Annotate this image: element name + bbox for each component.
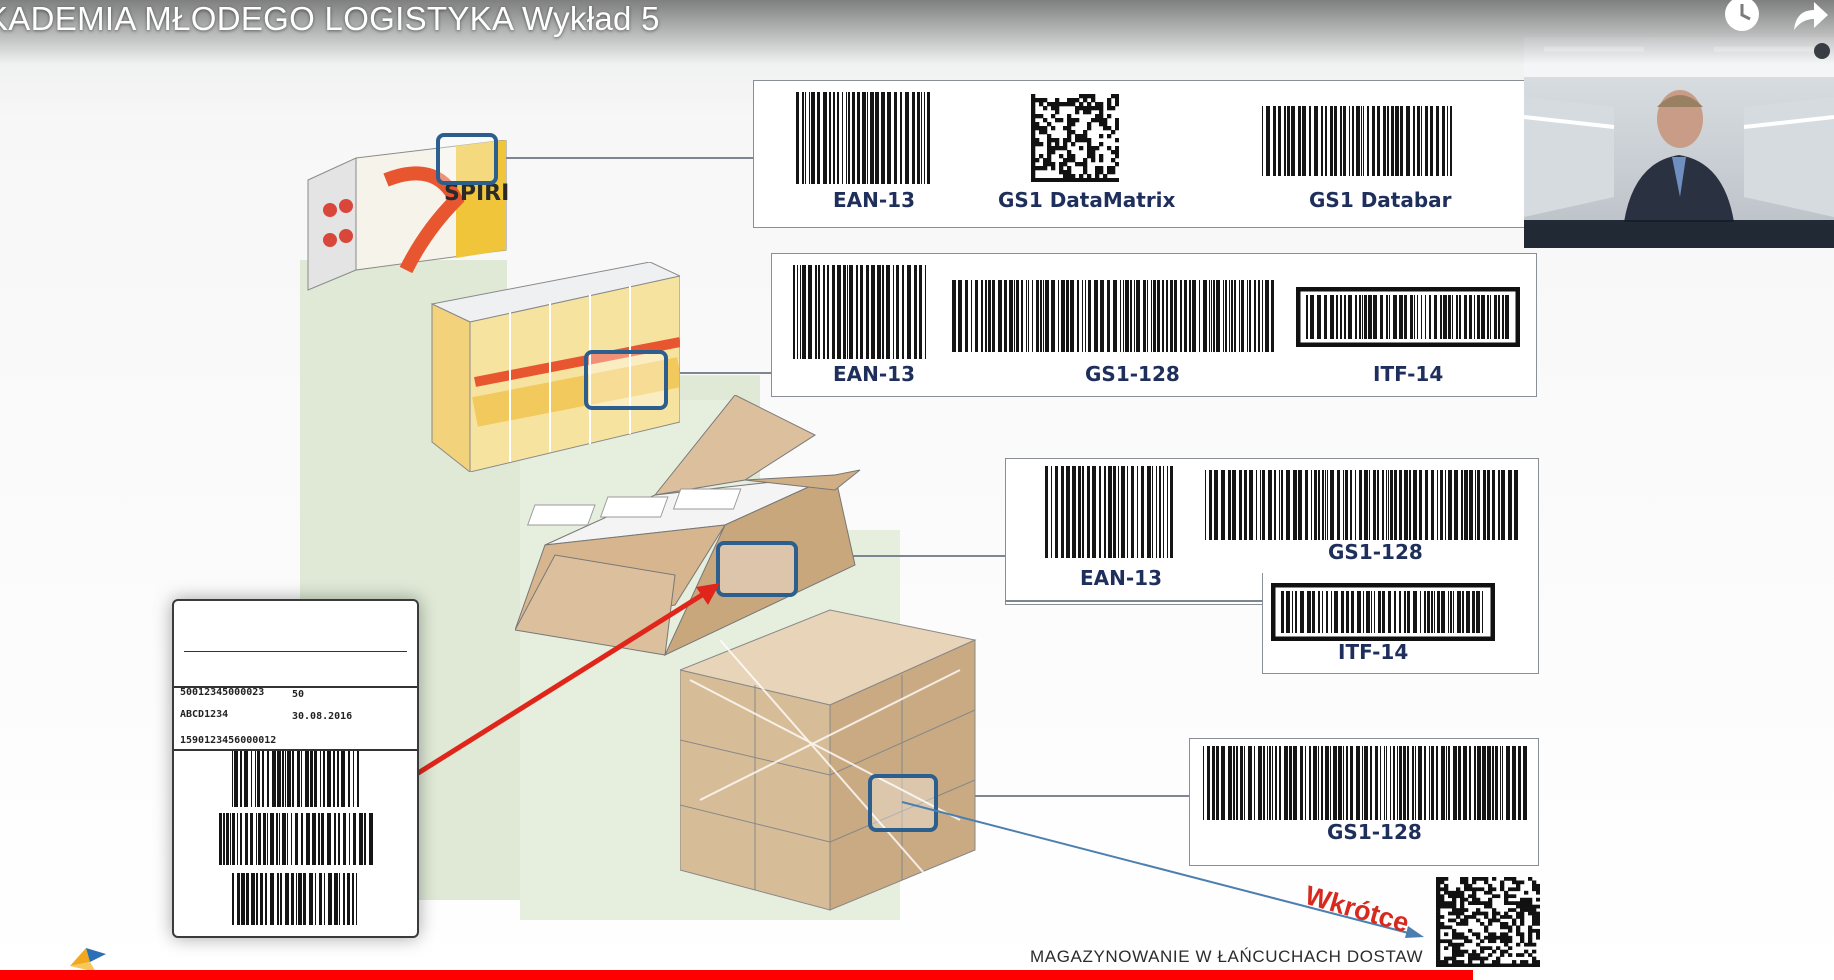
retail-pack-illustration: SPIRI <box>307 140 509 291</box>
share-arrow-icon[interactable] <box>1790 0 1830 34</box>
label-barcode-1 <box>232 751 359 807</box>
shrink-pack-illustration <box>430 262 680 472</box>
code-label: EAN-13 <box>833 188 916 212</box>
callout-trade-barcode <box>584 350 668 410</box>
callout-case-barcode <box>716 541 798 597</box>
barcode-itf14-row2 <box>1296 287 1520 347</box>
connector-line <box>495 157 753 159</box>
code-label: ITF-14 <box>1373 362 1444 386</box>
clock-icon[interactable] <box>1722 0 1762 34</box>
academy-logo-icon <box>70 948 106 972</box>
code-label: GS1-128 <box>1328 540 1423 564</box>
label-barcode-3 <box>232 873 357 925</box>
barcode-gs1-128-row3 <box>1205 470 1518 540</box>
barcode-itf14-row3 <box>1271 583 1495 641</box>
code-label: ITF-14 <box>1338 640 1409 664</box>
progress-bar-fill <box>0 970 1473 980</box>
progress-bar[interactable] <box>0 970 1834 980</box>
label-barcode-2 <box>219 813 373 865</box>
label-count: 50 <box>292 689 305 700</box>
code-label: EAN-13 <box>1080 566 1163 590</box>
barcode-databar-row1 <box>1262 106 1452 176</box>
code-label: EAN-13 <box>833 362 916 386</box>
label-date: 30.08.2016 <box>292 711 353 722</box>
connector-line <box>1005 600 1263 602</box>
brand-logo-text: SPIRI <box>444 181 509 206</box>
label-sscc: 50012345000023 <box>180 687 265 698</box>
qr-code <box>1436 877 1540 967</box>
connector-line <box>936 795 1189 797</box>
logistics-label-card: 50012345000023 ABCD1234 50 30.08.2016 15… <box>172 599 419 938</box>
code-label: GS1 DataMatrix <box>998 188 1176 212</box>
label-gtin: 1590123456000012 <box>180 735 277 746</box>
datamatrix-row1 <box>1031 94 1119 182</box>
code-label: GS1-128 <box>1085 362 1180 386</box>
barcode-ean13-row3 <box>1045 466 1173 558</box>
barcode-ean13-row1 <box>796 92 930 184</box>
webcam-caption-bar <box>1524 220 1834 248</box>
connector-line <box>792 555 1005 557</box>
video-title[interactable]: KADEMIA MŁODEGO LOGISTYKA Wykład 5 <box>0 0 660 37</box>
code-label: GS1 Databar <box>1309 188 1452 212</box>
presenter-webcam <box>1524 37 1834 248</box>
barcode-gs1-128-row4 <box>1203 746 1527 820</box>
slide-footer: MAGAZYNOWANIE W ŁAŃCUCHACH DOSTAW <box>1030 947 1424 966</box>
blue-arrow-icon <box>901 801 1424 938</box>
barcode-gs1-128-row2 <box>952 280 1274 352</box>
label-header <box>184 611 407 652</box>
carton-box-illustration <box>515 395 861 657</box>
code-label: GS1-128 <box>1327 820 1422 844</box>
callout-retail-barcode <box>436 133 498 185</box>
player-top-bar: KADEMIA MŁODEGO LOGISTYKA Wykład 5 <box>0 0 1834 64</box>
barcode-ean13-row2 <box>793 265 926 359</box>
red-arrow-icon <box>413 583 720 778</box>
label-batch: ABCD1234 <box>180 709 229 720</box>
connector-line <box>660 372 771 374</box>
